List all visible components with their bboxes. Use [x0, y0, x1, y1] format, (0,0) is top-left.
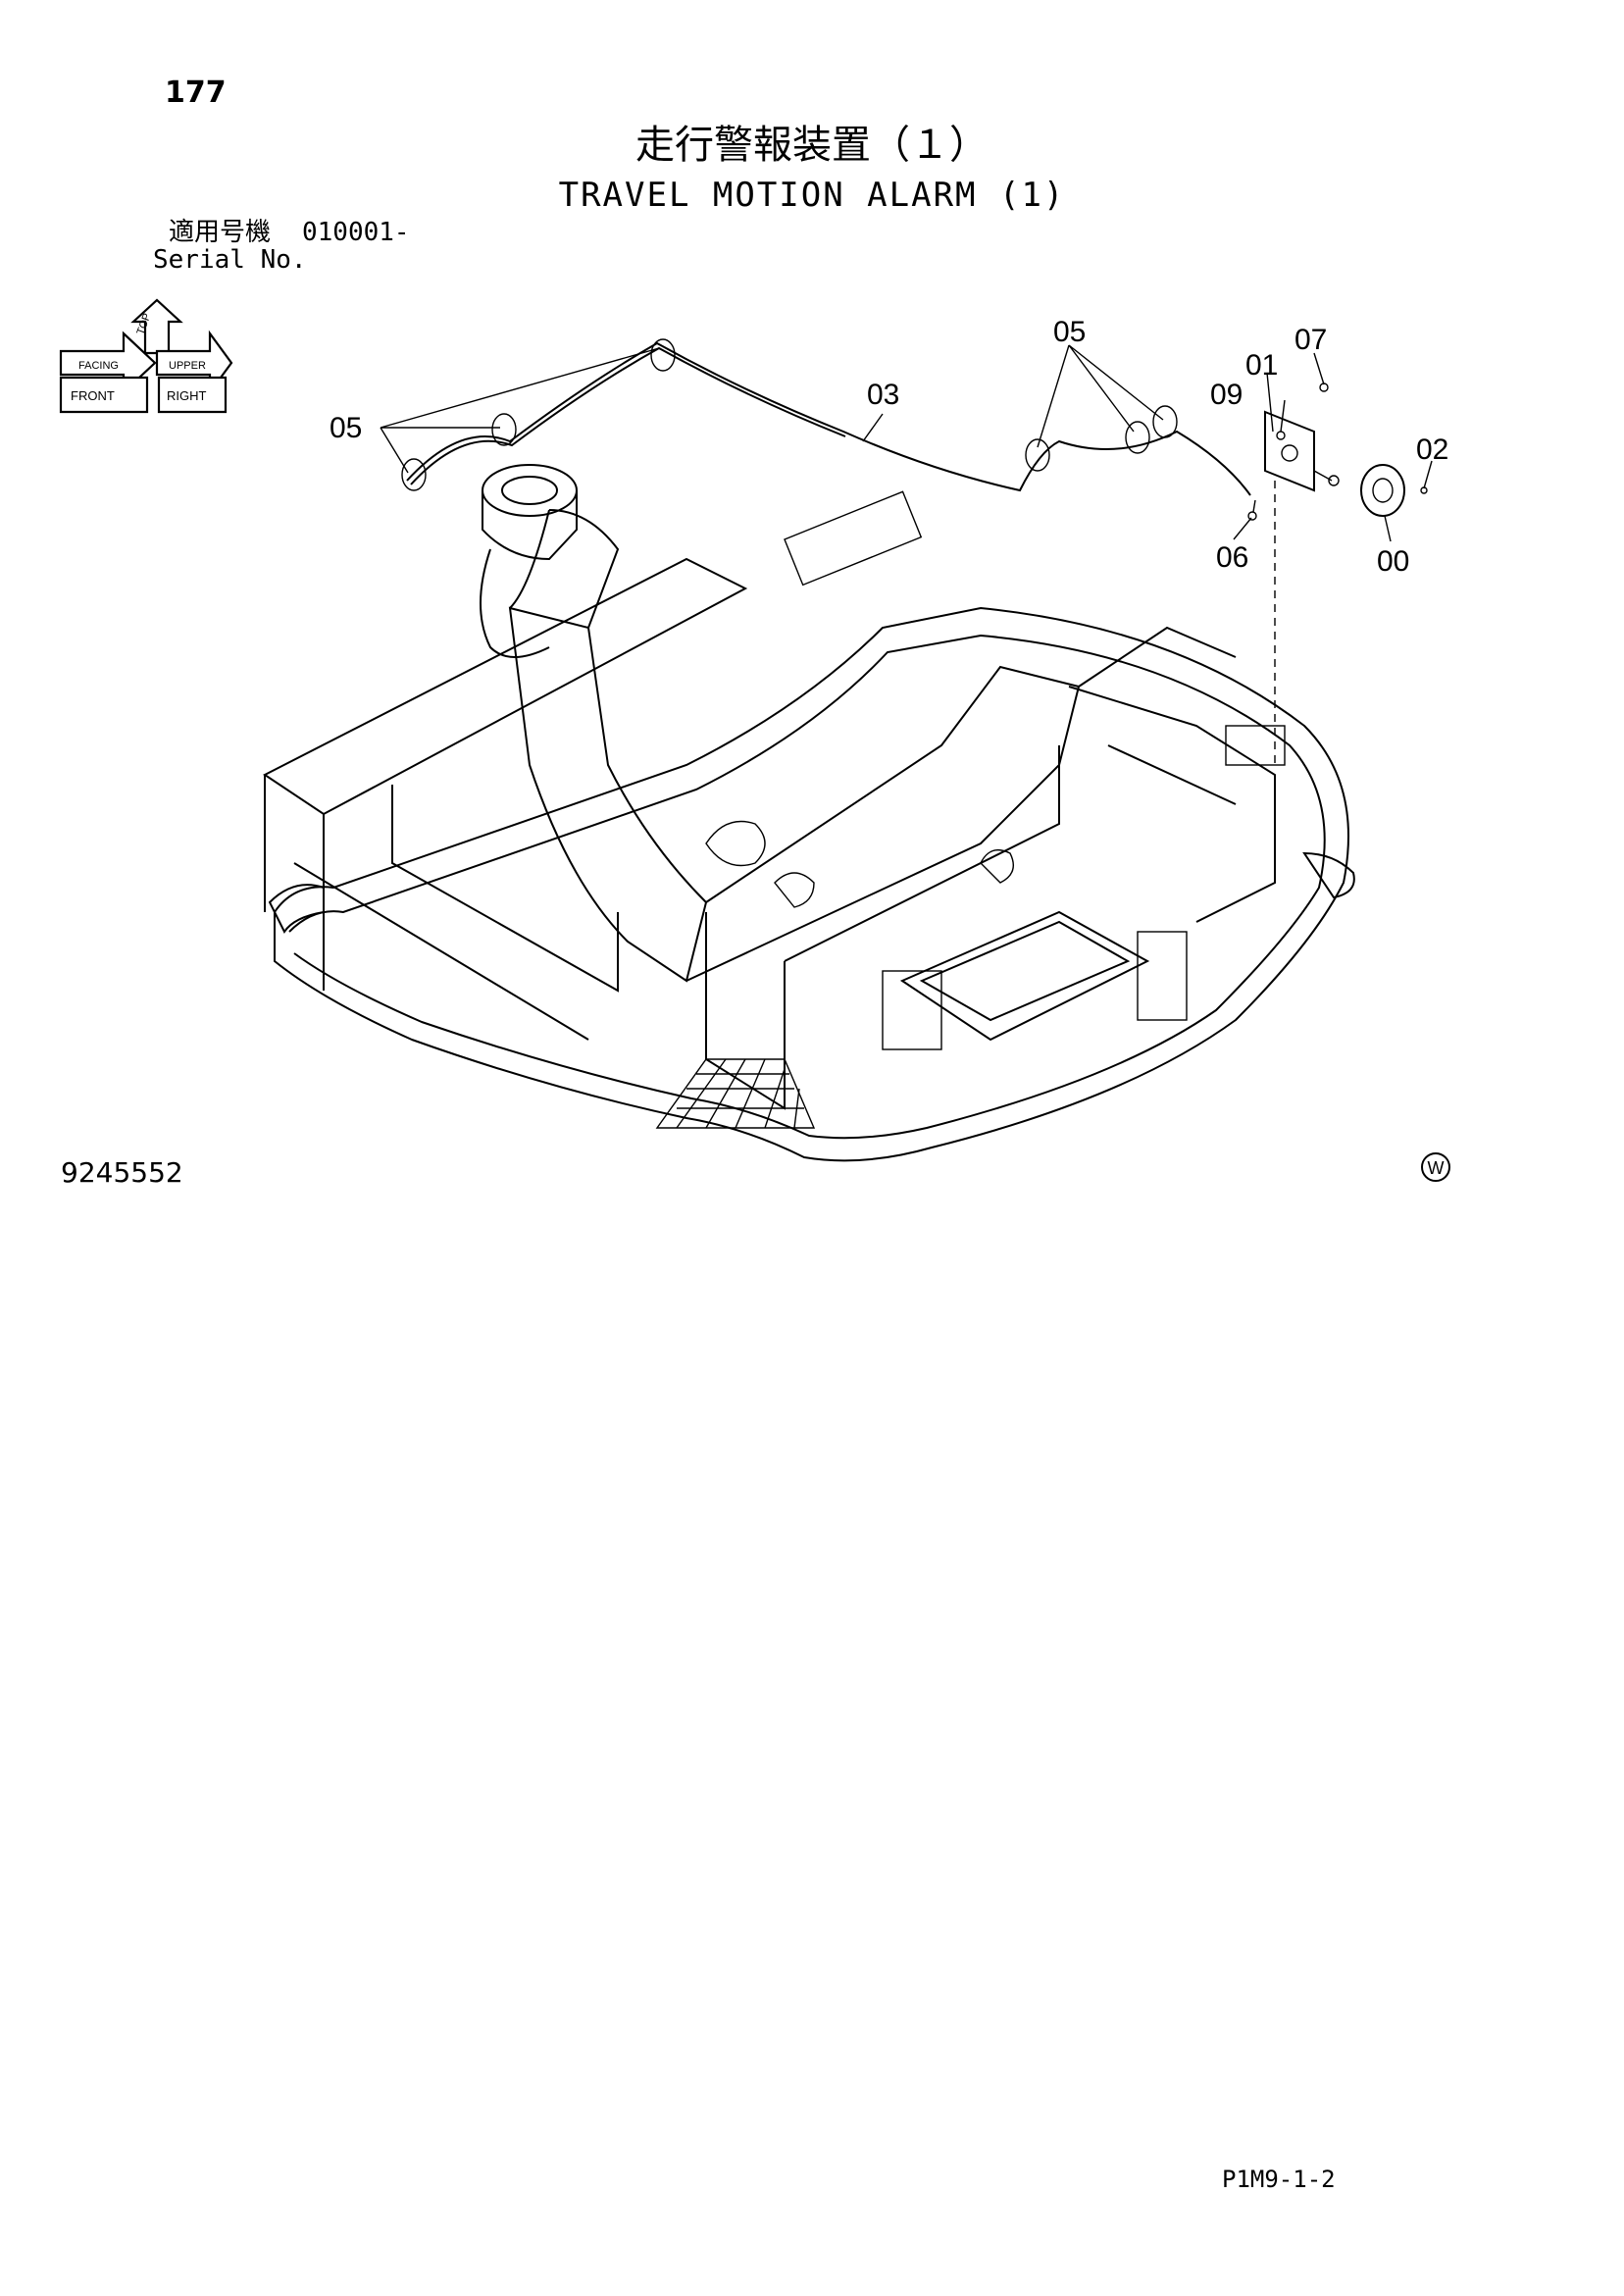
callout-07: 07 [1294, 324, 1327, 356]
page-code: P1M9-1-2 [1222, 2166, 1336, 2193]
upper-frame-drawing [263, 464, 1355, 1162]
wire-harness-drawing [401, 338, 1251, 496]
drawing-number: 9245552 [61, 1156, 183, 1189]
callout-03: 03 [867, 379, 899, 411]
orientation-label-front: FRONT [71, 388, 115, 403]
orientation-label-right: RIGHT [167, 388, 207, 403]
page-number: 177 [165, 76, 227, 110]
callout-leaders [380, 344, 1433, 542]
orientation-label-facing: FACING [78, 360, 119, 372]
clamp-05-f [1152, 405, 1178, 438]
serial-label-japanese: 適用号機 [169, 218, 272, 247]
callout-02: 02 [1416, 434, 1448, 466]
orientation-label-upper: UPPER [169, 360, 206, 372]
clamp-05-d [1025, 438, 1050, 472]
callout-06: 06 [1216, 541, 1248, 574]
serial-label-english: Serial No. [153, 245, 307, 275]
callout-00: 00 [1377, 545, 1409, 578]
alarm-buzzer [1360, 464, 1405, 517]
callout-05-right: 05 [1053, 316, 1086, 348]
page-title-english: TRAVEL MOTION ALARM (1) [558, 176, 1066, 215]
callout-09: 09 [1210, 379, 1243, 411]
circled-w-mark: W [1421, 1152, 1450, 1182]
grating-pattern [655, 1058, 816, 1129]
serial-value: 010001- [302, 218, 410, 247]
svg-text:W: W [1428, 1158, 1445, 1178]
clamp-05-b [491, 413, 517, 446]
callout-05-left: 05 [330, 412, 362, 444]
callout-01: 01 [1245, 349, 1278, 382]
orientation-icon: FRONT TOP RIGHT FACING UPPER [59, 298, 233, 414]
page-title-japanese: 走行警報装置（１） [635, 123, 989, 168]
clamp-05-e [1125, 421, 1150, 454]
clamp-05-a [401, 458, 427, 491]
clamp-05-c [650, 338, 676, 372]
